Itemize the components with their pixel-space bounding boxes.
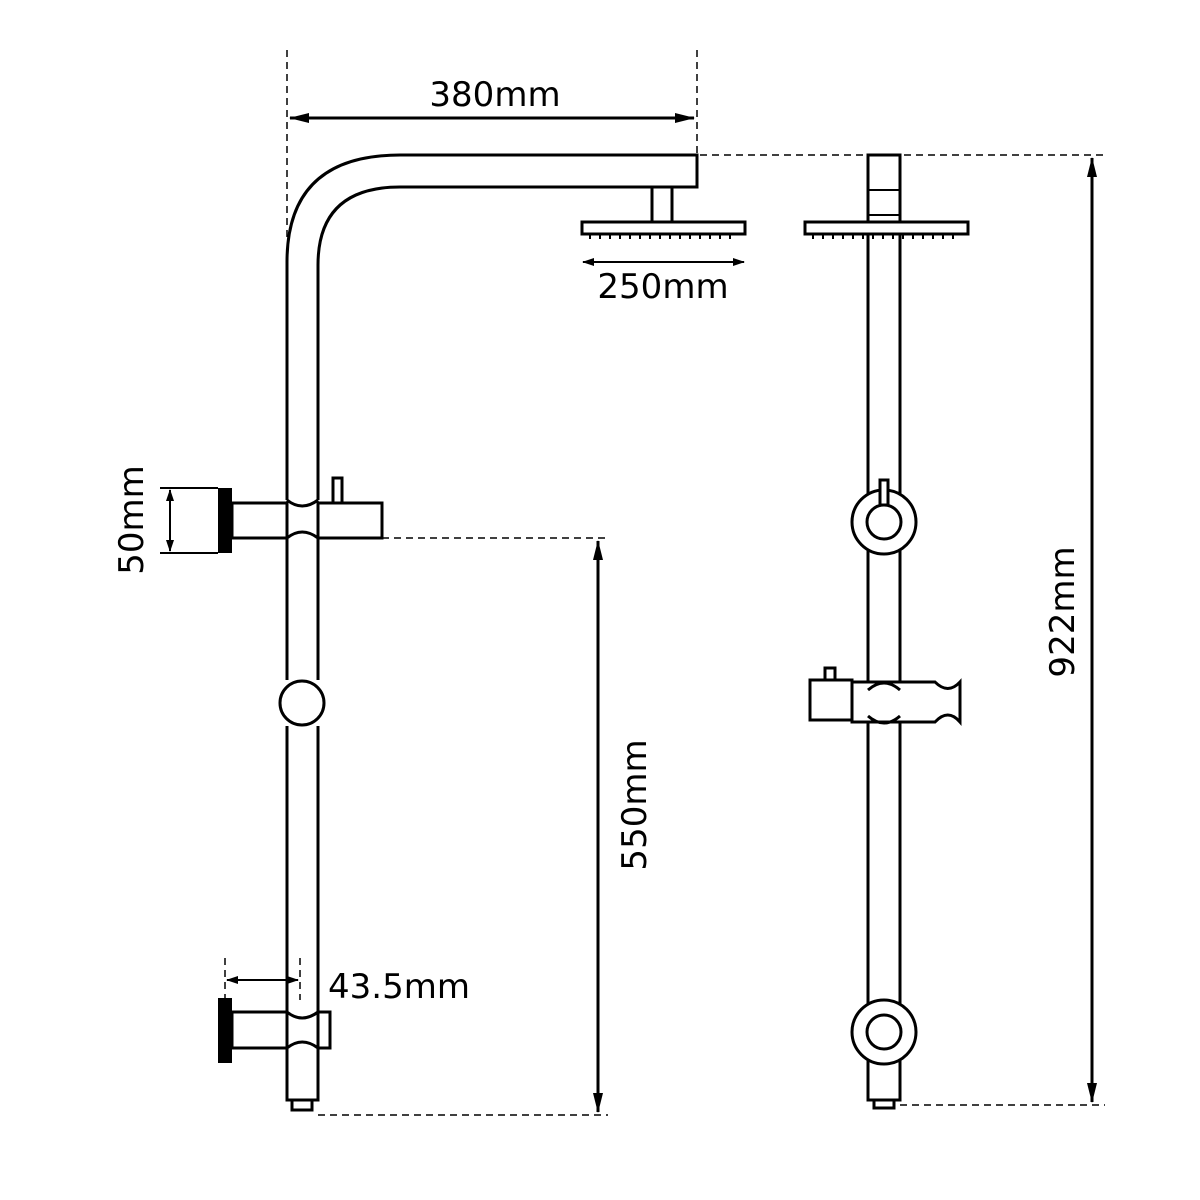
lower-mount-cap <box>865 1013 903 1051</box>
riser-pipe-bottom <box>285 1048 320 1102</box>
front-pipe <box>866 153 902 1102</box>
front-view <box>803 153 970 1110</box>
dimension-43-5: 43.5mm <box>224 958 470 1007</box>
upper-bracket-arm <box>230 501 289 540</box>
shower-head-nozzles <box>589 234 731 239</box>
bracket-spacing-label: 550mm <box>615 739 655 870</box>
shower-arm-drop <box>650 185 674 224</box>
dimension-50: 50mm <box>112 465 218 575</box>
hand-shower-holder <box>316 501 384 540</box>
lower-bracket-arm <box>230 1010 289 1050</box>
shower-head-side <box>580 220 747 236</box>
front-head-nozzles <box>812 234 954 239</box>
pipe-joint-upper <box>286 498 319 540</box>
dimension-922: 922mm <box>700 154 1105 1106</box>
arm-length-label: 380mm <box>429 75 560 115</box>
bracket-height-label: 50mm <box>112 465 152 575</box>
front-end-cap <box>872 1098 896 1110</box>
total-height-label: 922mm <box>1043 546 1083 677</box>
dimension-250: 250mm <box>582 258 745 307</box>
shower-head-front <box>803 220 970 236</box>
pipe-end-cap <box>290 1098 314 1112</box>
front-holder <box>808 666 962 727</box>
dimension-550: 550mm <box>318 537 655 1116</box>
riser-pipe-outline <box>285 153 699 500</box>
upper-mount-cap <box>865 503 903 541</box>
slider-knob <box>278 679 326 727</box>
pipe-joint-lower <box>286 1010 319 1050</box>
lower-wall-plate <box>218 998 232 1063</box>
front-knob <box>878 478 890 507</box>
upper-wall-plate <box>218 488 232 553</box>
dimension-380: 380mm <box>286 50 698 240</box>
front-pipe-joint <box>868 189 900 216</box>
head-diameter-label: 250mm <box>597 267 728 307</box>
side-view <box>218 153 747 1112</box>
lower-bracket-clamp <box>316 1010 332 1050</box>
riser-pipe-mid <box>285 538 320 1012</box>
wall-offset-label: 43.5mm <box>328 967 470 1007</box>
holder-knob <box>331 476 344 505</box>
